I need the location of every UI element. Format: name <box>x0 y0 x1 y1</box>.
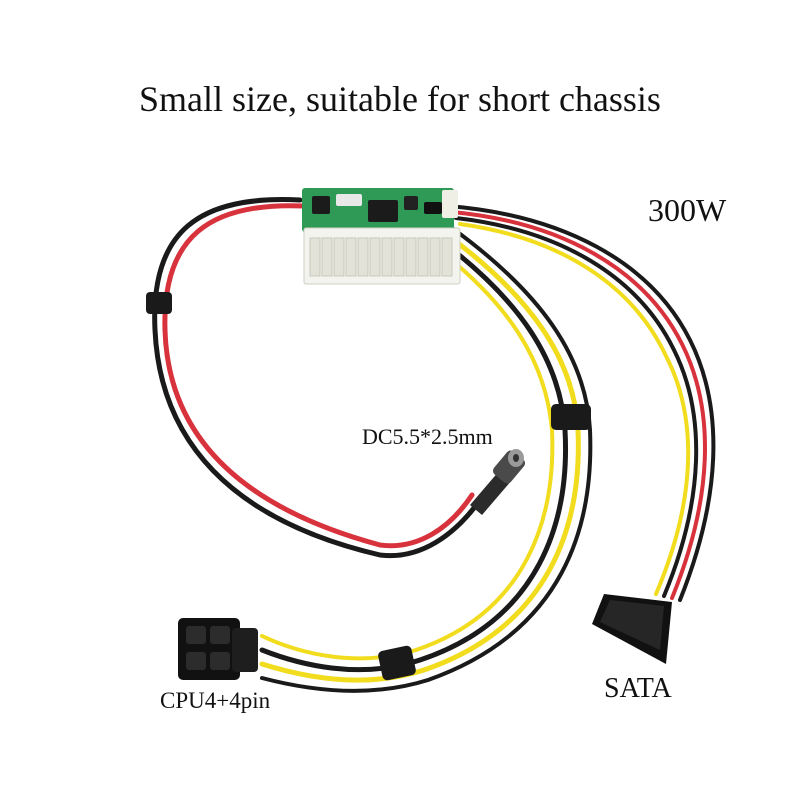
sata-cable <box>446 204 716 602</box>
heat-shrink-sleeve <box>378 645 416 681</box>
power-rating-label: 300W <box>648 192 727 228</box>
sata-connector <box>592 594 672 664</box>
dc-input-label: DC5.5*2.5mm <box>362 424 493 449</box>
sata-connector-label: SATA <box>604 673 672 704</box>
dc-jack-connector <box>470 449 526 515</box>
heat-shrink-sleeve <box>551 404 591 430</box>
cpu-4plus4-connector <box>178 618 258 680</box>
cpu-cable <box>259 226 593 693</box>
dc-input-cable <box>146 197 483 559</box>
headline-caption: Small size, suitable for short chassis <box>139 79 661 119</box>
heat-shrink-sleeve <box>146 292 172 314</box>
cpu-connector-label: CPU4+4pin <box>160 688 271 713</box>
pico-psu-board <box>302 188 461 285</box>
